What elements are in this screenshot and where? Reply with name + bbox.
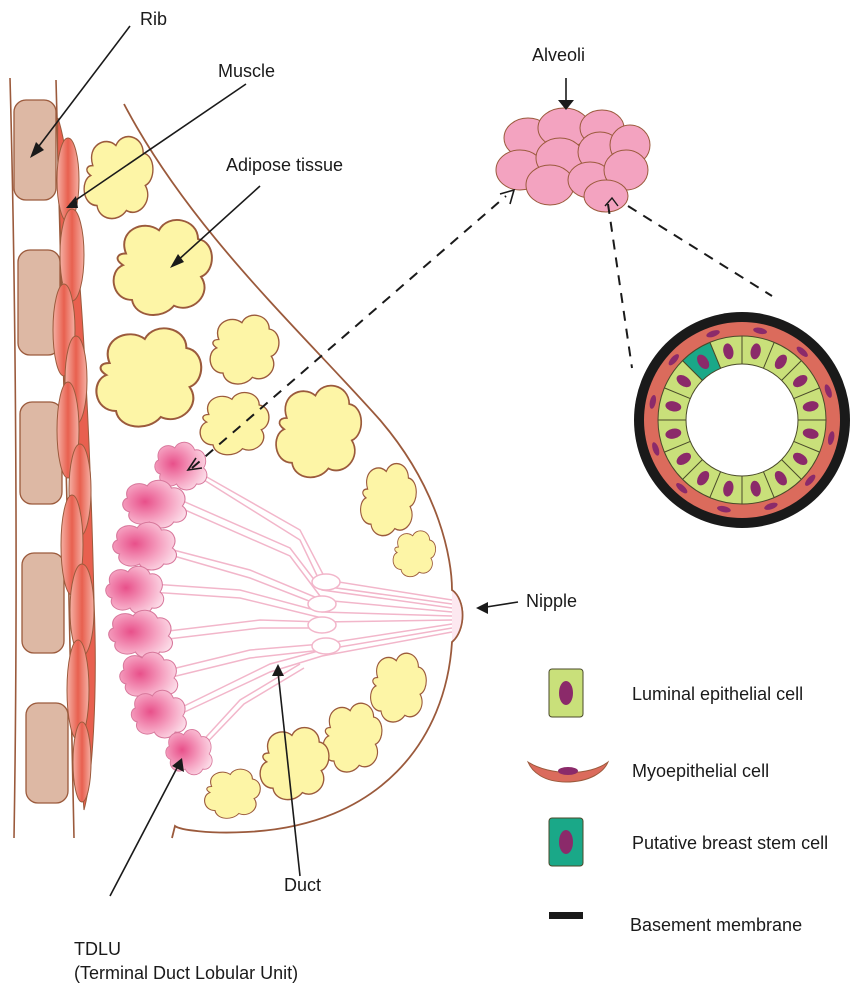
adipose-cell [205,769,261,818]
adipose-cell [276,386,361,478]
lobule [109,610,173,658]
adipose-cell [371,653,427,722]
lobules [106,442,212,775]
luminal-cell-icon [549,669,583,717]
adipose-cell [96,328,201,426]
nipple-label: Nipple [526,590,577,612]
adipose-cell [200,393,269,455]
lobule [113,522,177,570]
rib [20,402,62,504]
adipose-cell [393,531,436,577]
adipose-cell [323,703,382,772]
legend-label-myoepithelial: Myoepithelial cell [632,760,769,782]
rib [26,703,68,803]
lobule [106,566,164,614]
alveoli-label: Alveoli [532,44,585,66]
legend-label-stem-cell: Putative breast stem cell [632,832,828,854]
alveolus-cross-section [634,312,850,528]
muscle-label: Muscle [218,60,275,82]
adipose-cell [114,220,212,315]
adipose-cell [210,315,279,384]
nipple [452,590,463,642]
lobule [123,480,187,528]
tdlu-label: TDLU [74,938,121,960]
legend-icons [528,669,608,919]
lobule [166,729,212,774]
adipose-cell [260,728,329,800]
lobule [131,690,186,738]
myoepithelial-cell-icon [528,762,608,782]
adipose-cell [84,137,153,219]
legend-label-luminal: Luminal epithelial cell [632,683,803,705]
adipose-cell [361,464,417,536]
rib-label: Rib [140,8,167,30]
rib [22,553,64,653]
tdlu-full-name: (Terminal Duct Lobular Unit) [74,962,298,984]
alveoli-cluster [496,108,650,212]
adipose-label: Adipose tissue [226,154,343,176]
duct-label: Duct [284,874,321,896]
basement-membrane-icon [549,912,583,919]
stem-cell-icon [549,818,583,866]
legend-label-basement: Basement membrane [630,914,802,936]
